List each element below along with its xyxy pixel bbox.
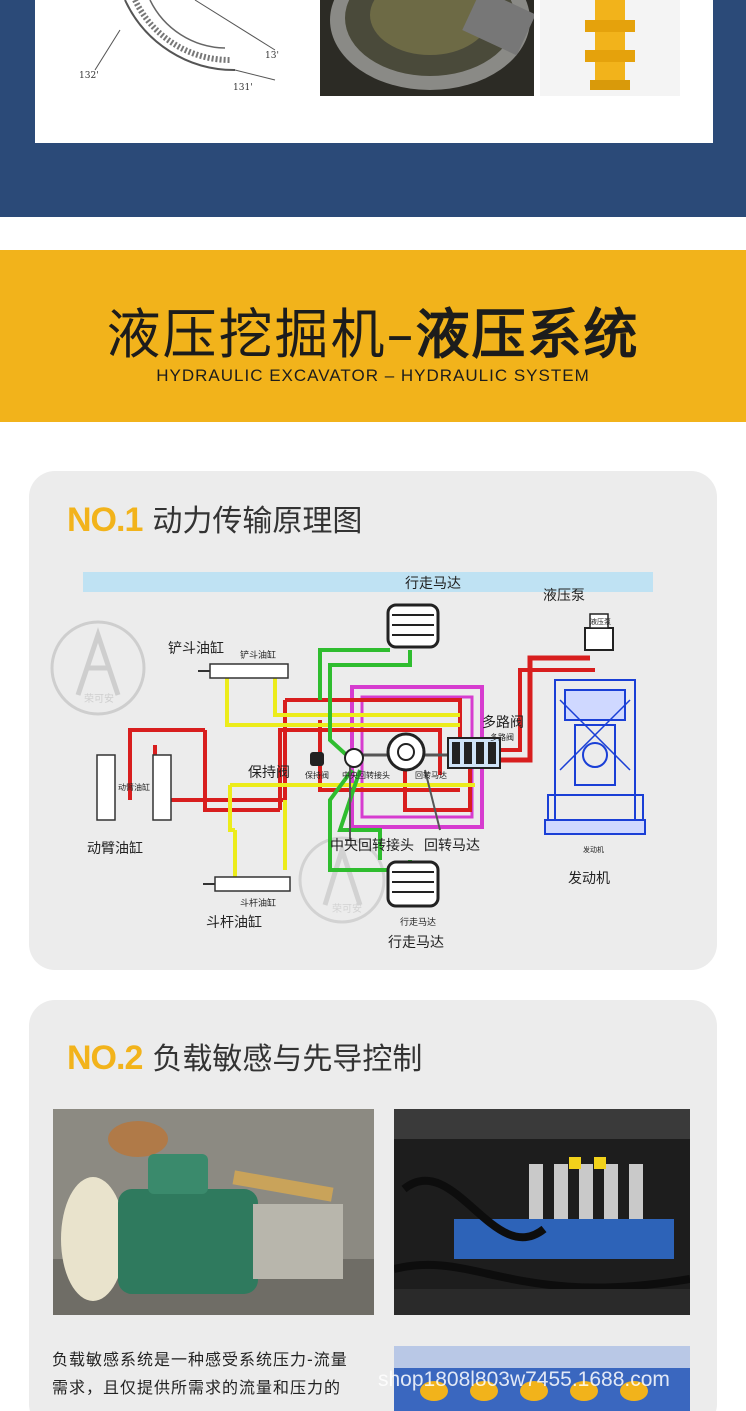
section2-number: NO.2 <box>67 1039 143 1077</box>
center-joint-photo <box>540 0 680 96</box>
section1-number: NO.1 <box>67 501 143 539</box>
figure-label: 132' <box>79 71 99 81</box>
control-valve-photo <box>394 1109 690 1315</box>
section1-title: NO.1 动力传输原理图 <box>67 496 362 540</box>
slewing-gear-photo <box>320 0 534 96</box>
section2-heading: 负载敏感与先导控制 <box>152 1042 423 1077</box>
label-holding-valve: 保持阀 <box>248 765 290 781</box>
figure-label: 131' <box>233 83 253 93</box>
banner-title-bold: 液压系统 <box>415 303 640 366</box>
description-line: 负载敏感系统是一种感受系统压力-流量 <box>52 1350 348 1369</box>
banner-subtitle: HYDRAULIC EXCAVATOR – HYDRAULIC SYSTEM <box>156 366 590 385</box>
section-banner <box>0 250 746 422</box>
banner-title: 液压挖掘机–液压系统 <box>0 290 746 369</box>
label-hydraulic-pump: 液压泵 <box>543 588 585 604</box>
banner-title-light: 液压挖掘机 <box>106 303 387 366</box>
section2-description: 负载敏感系统是一种感受系统压力-流量 需求，且仅提供所需求的流量和压力的 <box>52 1346 387 1402</box>
section1-panel <box>29 471 717 970</box>
label-arm-cylinder: 斗杆油缸 <box>206 915 262 931</box>
section2-title: NO.2 负载敏感与先导控制 <box>67 1034 422 1078</box>
shop-watermark: shop1808l803w7455.1688.com <box>378 1368 670 1391</box>
label-center-joint: 中央回转接头 <box>330 838 414 854</box>
label-engine: 发动机 <box>568 871 610 887</box>
description-line: 需求，且仅提供所需求的流量和压力的 <box>52 1378 342 1397</box>
label-travel-motor-bottom: 行走马达 <box>388 935 444 951</box>
slewing-ring-drawing: 132' 13' 131' <box>75 0 315 96</box>
section1-heading: 动力传输原理图 <box>152 504 363 539</box>
top-image-card: 132' 13' 131' <box>35 0 713 143</box>
label-boom-cylinder: 动臂油缸 <box>87 841 143 857</box>
figure-label: 13' <box>265 51 279 61</box>
motor-pump-photo <box>53 1109 374 1315</box>
valve-closeup-photo <box>394 1346 690 1411</box>
label-swing-motor: 回转马达 <box>424 838 480 854</box>
label-travel-motor-top: 行走马达 <box>405 576 461 592</box>
banner-title-dash: – <box>386 303 416 366</box>
label-multi-valve: 多路阀 <box>482 715 524 731</box>
label-bucket-cylinder: 铲斗油缸 <box>168 641 224 657</box>
